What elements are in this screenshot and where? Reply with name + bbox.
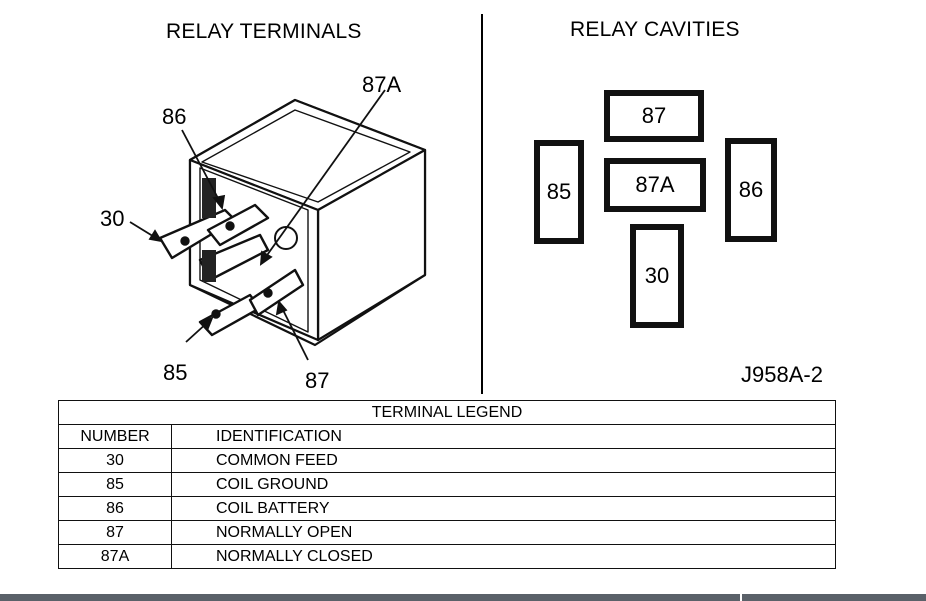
table-row: 87A NORMALLY CLOSED xyxy=(58,544,836,569)
cavity-87a: 87A xyxy=(604,158,706,212)
legend-identification: NORMALLY OPEN xyxy=(171,520,836,545)
bottom-bar xyxy=(0,594,926,601)
cavity-86-label: 86 xyxy=(738,177,764,202)
terminal-label-85: 85 xyxy=(163,360,188,385)
legend-header-number: NUMBER xyxy=(58,424,172,449)
cavity-86: 86 xyxy=(725,138,777,242)
cavity-85-label: 85 xyxy=(546,179,572,204)
legend-identification: COIL GROUND xyxy=(171,472,836,497)
legend-title-row: TERMINAL LEGEND xyxy=(58,400,836,425)
terminal-label-30: 30 xyxy=(100,206,125,231)
legend-number: 87 xyxy=(58,520,172,545)
cavity-30-label: 30 xyxy=(644,263,670,288)
cavity-87a-label: 87A xyxy=(635,172,675,197)
cavity-85: 85 xyxy=(534,140,584,244)
cavity-30: 30 xyxy=(630,224,684,328)
figure-id: J958A-2 xyxy=(741,362,823,387)
terminal-legend-table: TERMINAL LEGEND NUMBER IDENTIFICATION 30… xyxy=(58,400,836,569)
legend-number: 85 xyxy=(58,472,172,497)
table-row: 87 NORMALLY OPEN xyxy=(58,520,836,545)
legend-identification: NORMALLY CLOSED xyxy=(171,544,836,569)
legend-number: 30 xyxy=(58,448,172,473)
relay-terminals-title: RELAY TERMINALS xyxy=(166,20,362,43)
terminal-label-87a: 87A xyxy=(362,72,402,97)
legend-header-identification: IDENTIFICATION xyxy=(171,424,836,449)
cavity-87-label: 87 xyxy=(641,103,667,128)
terminal-label-86: 86 xyxy=(162,104,187,129)
legend-identification: COIL BATTERY xyxy=(171,496,836,521)
bottom-bar-separator xyxy=(740,594,742,601)
relay-illustration xyxy=(129,89,427,361)
table-row: 86 COIL BATTERY xyxy=(58,496,836,521)
legend-number: 87A xyxy=(58,544,172,569)
legend-header-row: NUMBER IDENTIFICATION xyxy=(58,424,836,449)
legend-number: 86 xyxy=(58,496,172,521)
terminal-label-87: 87 xyxy=(305,368,330,393)
table-row: 85 COIL GROUND xyxy=(58,472,836,497)
legend-identification: COMMON FEED xyxy=(171,448,836,473)
table-row: 30 COMMON FEED xyxy=(58,448,836,473)
relay-cavities-title: RELAY CAVITIES xyxy=(570,18,740,41)
panel-divider xyxy=(481,14,483,394)
legend-title: TERMINAL LEGEND xyxy=(58,400,836,425)
cavity-87: 87 xyxy=(604,90,704,142)
